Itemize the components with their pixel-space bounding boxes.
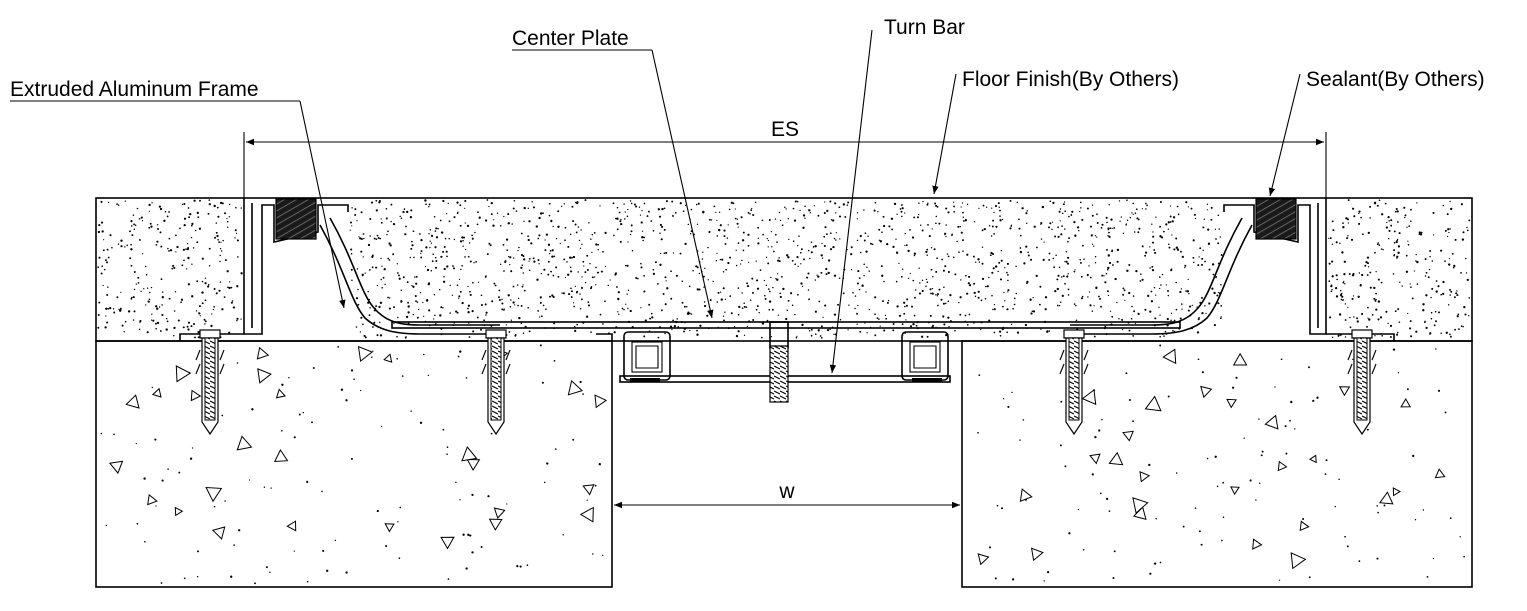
turn-bar-label: Turn Bar: [884, 16, 965, 39]
right-slab-aggregate: [977, 344, 1465, 582]
right-sealant: [1255, 198, 1297, 240]
turn-bar: [619, 321, 951, 403]
left-channel: [596, 331, 671, 382]
joint-cutout: [244, 199, 1326, 340]
anchor-bolts: [195, 329, 1377, 436]
center-plate: [391, 321, 1181, 329]
left-aluminum-frame: [179, 198, 500, 341]
right-concrete-slab: [961, 340, 1473, 588]
center-plate-label: Center Plate: [512, 27, 629, 50]
left-slab-aggregate: [100, 344, 608, 585]
es-dimension: ES: [243, 118, 1327, 198]
es-dimension-label: ES: [771, 118, 799, 141]
right-aluminum-frame: [1070, 198, 1395, 341]
anchor-bolt: [1059, 329, 1089, 436]
right-channel: [901, 331, 949, 382]
callout-leaders: [10, 29, 1301, 374]
w-dimension-label: w: [778, 480, 795, 503]
sealant-label: Sealant(By Others): [1306, 68, 1485, 91]
w-dimension: w: [614, 480, 960, 509]
anchor-bolt: [1347, 329, 1377, 436]
floor-finish-label: Floor Finish(By Others): [962, 68, 1179, 91]
left-concrete-slab: [95, 340, 613, 588]
anchor-bolt: [195, 329, 225, 436]
left-sealant: [275, 198, 317, 240]
anchor-bolt: [481, 329, 511, 436]
extruded-aluminum-frame-label: Extruded Aluminum Frame: [10, 78, 259, 101]
